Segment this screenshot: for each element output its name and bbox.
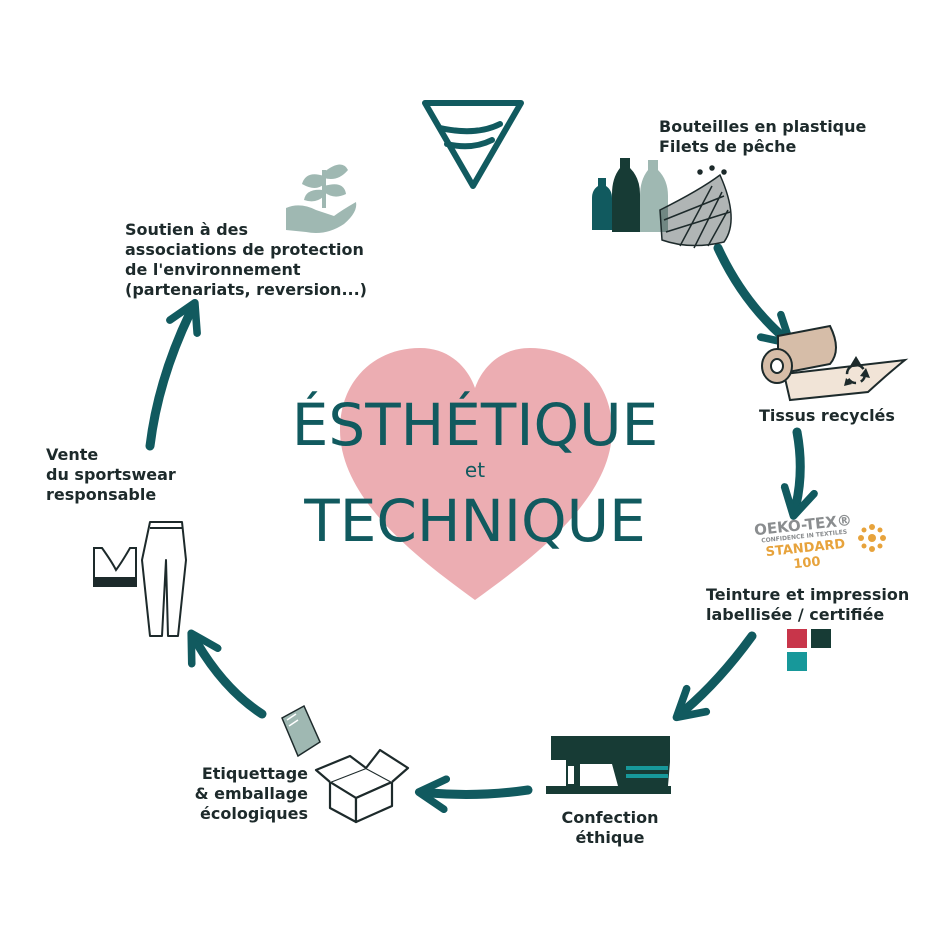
- label-manufacturing: Confection éthique: [540, 808, 680, 848]
- label-manufacturing-line1: Confection: [561, 808, 659, 827]
- tag-icon: [281, 704, 321, 758]
- label-packaging-line1: Etiquettage: [201, 764, 308, 783]
- label-dyeing: Teinture et impression labellisée / cert…: [706, 585, 909, 625]
- sports-bra-icon: [93, 547, 137, 587]
- leggings-icon: [141, 521, 187, 637]
- arrow-icon: [672, 631, 757, 722]
- sewing-machine-icon: [546, 736, 671, 794]
- brand-logo-icon: [422, 100, 524, 189]
- label-fabric: Tissus recyclés: [759, 406, 895, 426]
- label-support-line3: de l'environnement: [125, 260, 301, 279]
- label-support: Soutien à des associations de protection…: [125, 220, 367, 300]
- label-sale-line2: du sportswear: [46, 465, 176, 484]
- label-support-line2: associations de protection: [125, 240, 364, 259]
- plant-hand-icon: [286, 164, 357, 233]
- oeko-flower-icon: [858, 524, 886, 552]
- label-packaging: Etiquettage & emballage écologiques: [180, 764, 308, 824]
- color-swatch-dark: [811, 629, 831, 648]
- arrow-icon: [780, 427, 818, 520]
- label-support-line1: Soutien à des: [125, 220, 249, 239]
- label-packaging-line2: & emballage: [194, 784, 308, 803]
- bottles-icon: [592, 158, 668, 232]
- color-swatch-teal: [787, 652, 807, 671]
- arrow-icon: [187, 629, 267, 719]
- arrow-icon: [713, 243, 795, 348]
- label-raw-materials: Bouteilles en plastique Filets de pêche: [659, 117, 866, 157]
- label-support-line4: (partenariats, reversion...): [125, 280, 367, 299]
- label-sale: Vente du sportswear responsable: [46, 445, 176, 505]
- heart-shape: [340, 348, 612, 600]
- center-title-connector: et: [464, 458, 486, 482]
- fishing-net-icon: [659, 165, 732, 249]
- label-packaging-line3: écologiques: [200, 804, 308, 823]
- center-title-line2: TECHNIQUE: [304, 487, 646, 555]
- recycle-icon: [844, 356, 870, 386]
- fabric-roll-icon: [761, 324, 909, 402]
- arrow-icon: [145, 298, 201, 451]
- center-title-line1: ÉSTHÉTIQUE: [291, 391, 659, 459]
- label-raw-materials-line1: Bouteilles en plastique: [659, 117, 867, 136]
- box-icon: [314, 748, 410, 824]
- label-raw-materials-line2: Filets de pêche: [659, 137, 797, 156]
- arrow-icon: [414, 775, 533, 814]
- label-sale-line3: responsable: [46, 485, 157, 504]
- color-swatch-red: [787, 629, 807, 648]
- oeko-tex-logo: OEKO-TEX® CONFIDENCE IN TEXTILES STANDAR…: [747, 511, 862, 576]
- label-sale-line1: Vente: [46, 445, 99, 464]
- label-manufacturing-line2: éthique: [575, 828, 645, 847]
- label-fabric-text: Tissus recyclés: [759, 406, 895, 425]
- label-dyeing-line2: labellisée / certifiée: [706, 605, 885, 624]
- label-dyeing-line1: Teinture et impression: [706, 585, 910, 604]
